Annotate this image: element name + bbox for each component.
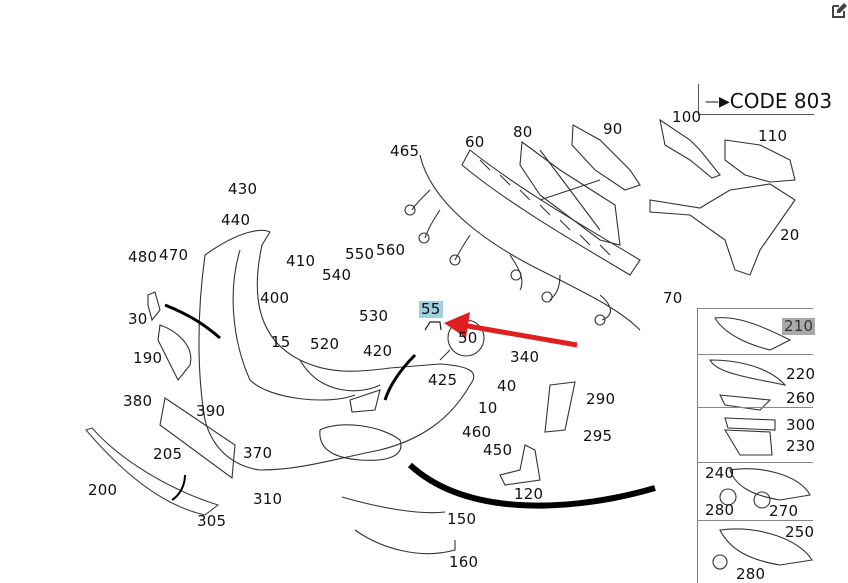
right-arrow-icon: —▶	[705, 94, 730, 110]
callout-370: 370	[243, 444, 273, 462]
callout-60: 60	[465, 133, 485, 151]
callout-400: 400	[260, 289, 290, 307]
callout-55-highlighted[interactable]: 55	[419, 300, 443, 318]
callout-50: 50	[458, 329, 478, 347]
callout-80: 80	[513, 123, 533, 141]
leader-arrow-bottom	[407, 462, 656, 509]
callout-30: 30	[128, 310, 148, 328]
callout-550: 550	[345, 245, 375, 263]
callout-295: 295	[583, 427, 613, 445]
callout-460: 460	[462, 423, 492, 441]
callout-425: 425	[428, 371, 458, 389]
panel-divider	[697, 308, 813, 309]
callout-420: 420	[363, 342, 393, 360]
callout-70: 70	[663, 289, 683, 307]
callout-390: 390	[196, 402, 226, 420]
callout-560: 560	[376, 241, 406, 259]
panel-divider	[697, 520, 813, 521]
callout-310: 310	[253, 490, 283, 508]
callout-440: 440	[221, 211, 251, 229]
callout-200: 200	[88, 481, 118, 499]
pencil-square-icon	[832, 3, 847, 18]
callout-540: 540	[322, 266, 352, 284]
callout-450: 450	[483, 441, 513, 459]
callout-190: 190	[133, 349, 163, 367]
variant-280-a: 280	[705, 501, 735, 519]
callout-205: 205	[153, 445, 183, 463]
variant-230: 230	[786, 437, 816, 455]
variant-280-b: 280	[736, 565, 766, 583]
callout-15: 15	[271, 333, 291, 351]
callout-480: 480	[128, 248, 158, 266]
variant-250: 250	[785, 523, 815, 541]
variant-260: 260	[786, 389, 816, 407]
panel-divider	[697, 354, 813, 355]
code-box	[698, 84, 814, 115]
panel-divider	[697, 407, 813, 408]
callout-520: 520	[310, 335, 340, 353]
callout-465: 465	[390, 142, 420, 160]
callout-530: 530	[359, 307, 389, 325]
leader-arrow-30	[164, 303, 221, 340]
callout-90: 90	[603, 120, 623, 138]
callout-160: 160	[449, 553, 479, 571]
variant-panel	[697, 308, 814, 583]
variant-300: 300	[786, 416, 816, 434]
panel-divider	[697, 462, 813, 463]
callout-150: 150	[447, 510, 477, 528]
callout-110: 110	[758, 127, 788, 145]
callout-410: 410	[286, 252, 316, 270]
callout-40: 40	[497, 377, 517, 395]
callout-20: 20	[780, 226, 800, 244]
leader-arrow-205	[171, 474, 186, 501]
callout-470: 470	[159, 246, 189, 264]
red-pointer-arrow	[444, 312, 578, 348]
code-text: CODE 803	[729, 89, 833, 113]
callout-430: 430	[228, 180, 258, 198]
bumper-cover	[198, 229, 475, 471]
callout-340: 340	[510, 348, 540, 366]
edit-icon[interactable]	[830, 2, 848, 20]
variant-240: 240	[705, 464, 735, 482]
callout-290: 290	[586, 390, 616, 408]
leader-arrow-420	[383, 353, 417, 401]
callout-10: 10	[478, 399, 498, 417]
callout-100: 100	[672, 108, 702, 126]
variant-220: 220	[786, 365, 816, 383]
code-label: —▶CODE 803	[705, 89, 832, 113]
callout-305: 305	[197, 512, 227, 530]
variant-210-highlighted[interactable]: 210	[782, 317, 816, 335]
callout-120: 120	[514, 485, 544, 503]
variant-270: 270	[769, 502, 799, 520]
callout-380: 380	[123, 392, 153, 410]
